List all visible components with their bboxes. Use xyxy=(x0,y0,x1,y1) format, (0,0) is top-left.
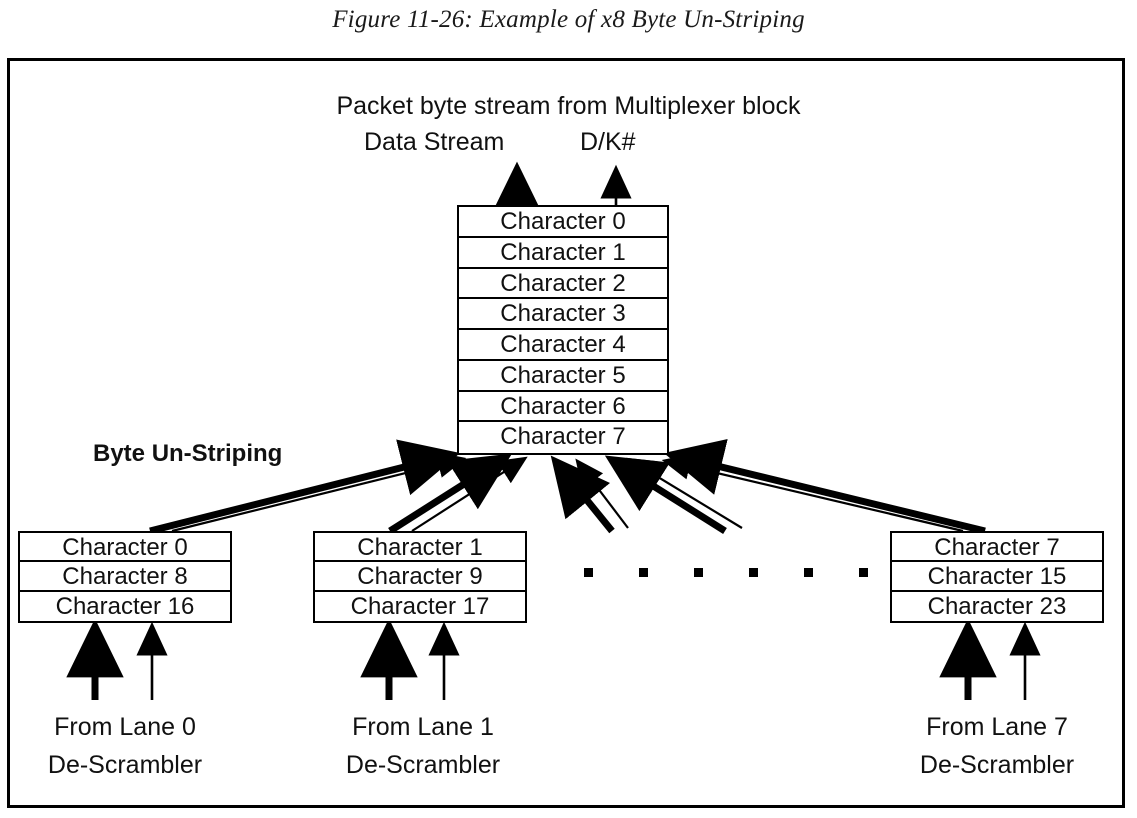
lane-row: Character 7 xyxy=(892,533,1102,563)
stack-row: Character 0 xyxy=(459,207,667,238)
stack-row: Character 7 xyxy=(500,423,626,451)
stack-row: Character 6 xyxy=(459,392,667,423)
source-label-lane-7: From Lane 7 De-Scrambler xyxy=(867,713,1127,780)
lane-row: Character 8 xyxy=(20,562,230,592)
byte-unstriping-label: Byte Un-Striping xyxy=(93,440,283,467)
source-line-2: De-Scrambler xyxy=(919,751,1075,779)
source-line-1: From Lane 0 xyxy=(54,713,196,741)
stack-row: Character 5 xyxy=(459,361,667,392)
data-stream-label: Data Stream xyxy=(364,128,505,156)
source-label-lane-1: From Lane 1 De-Scrambler xyxy=(293,713,553,780)
source-line-2: De-Scrambler xyxy=(47,751,203,779)
lane-row: Character 0 xyxy=(20,533,230,563)
lane-row: Character 15 xyxy=(892,562,1102,592)
source-line-1: From Lane 7 xyxy=(926,713,1068,741)
multiplexer-caption: Packet byte stream from Multiplexer bloc… xyxy=(336,92,801,120)
output-character-stack: Character 0 Character 1 Character 2 Char… xyxy=(457,205,669,455)
source-label-lane-0: From Lane 0 De-Scrambler xyxy=(0,713,255,780)
stack-row: Character 1 xyxy=(459,238,667,269)
dk-label: D/K# xyxy=(580,128,636,156)
lane-row: Character 16 xyxy=(55,592,195,620)
lane-row: Character 9 xyxy=(315,562,525,592)
lane-row: Character 17 xyxy=(350,592,490,620)
lane-row: Character 23 xyxy=(927,592,1067,620)
stack-row: Character 3 xyxy=(459,299,667,330)
stack-row: Character 4 xyxy=(459,330,667,361)
lane-box-0: Character 0 Character 8 Character 16 xyxy=(18,531,232,623)
source-line-1: From Lane 1 xyxy=(352,713,494,741)
stack-row: Character 2 xyxy=(459,269,667,300)
source-line-2: De-Scrambler xyxy=(345,751,501,779)
lane-box-7: Character 7 Character 15 Character 23 xyxy=(890,531,1104,623)
lane-row: Character 1 xyxy=(315,533,525,563)
figure-caption: Figure 11-26: Example of x8 Byte Un-Stri… xyxy=(332,6,805,33)
lane-box-1: Character 1 Character 9 Character 17 xyxy=(313,531,527,623)
